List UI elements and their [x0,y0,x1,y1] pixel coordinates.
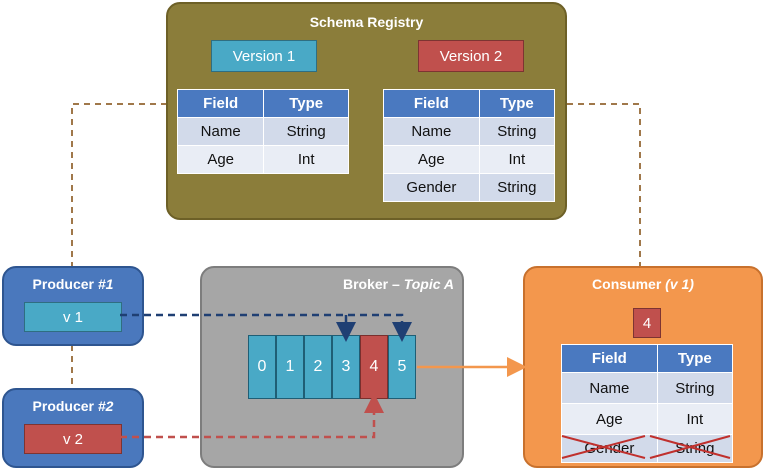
schema-registry-box: Schema Registry Version 1 Version 2 Fiel… [166,2,567,220]
producer-registry-dashed-line [71,103,166,268]
partition-offset-3: 3 [332,335,360,399]
consumer-title: Consumer (v 1) [525,276,761,292]
table-cell: Int [263,145,349,174]
title-text: Consumer [592,276,666,292]
version-1-badge: Version 1 [211,40,317,72]
title-emphasis: (v 1) [665,276,694,292]
partition-offset-4: 4 [360,335,388,399]
table-cell: String [478,117,556,146]
table-header: Field [176,89,265,118]
partition-offset-0: 0 [248,335,276,399]
table-cell: Age [383,145,480,174]
table-cell-removed: Gender [561,434,658,463]
title-text: Broker – [343,276,404,292]
table-cell: Gender [383,173,480,202]
producer-2-title: Producer #2 [4,398,142,414]
table-cell: Int [478,145,556,174]
title-emphasis: Topic A [403,276,454,292]
table-cell: Age [561,403,658,435]
title-text: Producer [32,398,98,414]
table-row: Name String [561,372,734,404]
table-header: Type [656,344,734,373]
table-row: Age Int [176,145,349,174]
table-header: Type [263,89,349,118]
table-cell: Name [176,117,265,146]
table-cell: Name [383,117,480,146]
consumer-registry-dashed-line [567,103,641,268]
version-1-schema-table: Field Type Name String Age Int [176,89,349,174]
version-2-schema-table: Field Type Name String Age Int Gender St… [383,89,556,202]
broker-title: Broker – Topic A [343,276,454,292]
partition-offset-2: 2 [304,335,332,399]
table-row: Gender String [383,173,556,202]
table-cell: String [478,173,556,202]
table-cell: Age [176,145,265,174]
table-cell-removed: String [656,434,734,463]
table-cell: String [656,372,734,404]
table-header: Field [383,89,480,118]
table-row: Name String [383,117,556,146]
producer-1-version-badge: v 1 [24,302,122,332]
table-row: Age Int [383,145,556,174]
table-cell: String [263,117,349,146]
title-emphasis: #2 [97,398,114,414]
table-header: Field [561,344,658,373]
partition-offset-5: 5 [388,335,416,399]
table-row: Name String [176,117,349,146]
version-2-badge: Version 2 [418,40,524,72]
table-header: Type [478,89,556,118]
producer-2-box: Producer #2 v 2 [2,388,144,468]
table-row-removed: Gender String [561,434,734,463]
title-emphasis: #1 [97,276,114,292]
producer-2-version-badge: v 2 [24,424,122,454]
schema-registry-title: Schema Registry [309,14,424,30]
consumed-message-badge: 4 [633,308,661,338]
title-text: Producer [32,276,98,292]
partition-offset-1: 1 [276,335,304,399]
consumer-schema-table: Field Type Name String Age Int Gender St… [561,344,734,463]
table-cell: Int [656,403,734,435]
producer-1-box: Producer #1 v 1 [2,266,144,346]
table-cell: Name [561,372,658,404]
table-row: Age Int [561,403,734,435]
producer-1-title: Producer #1 [4,276,142,292]
consumer-box: Consumer (v 1) 4 Field Type Name String … [523,266,763,468]
